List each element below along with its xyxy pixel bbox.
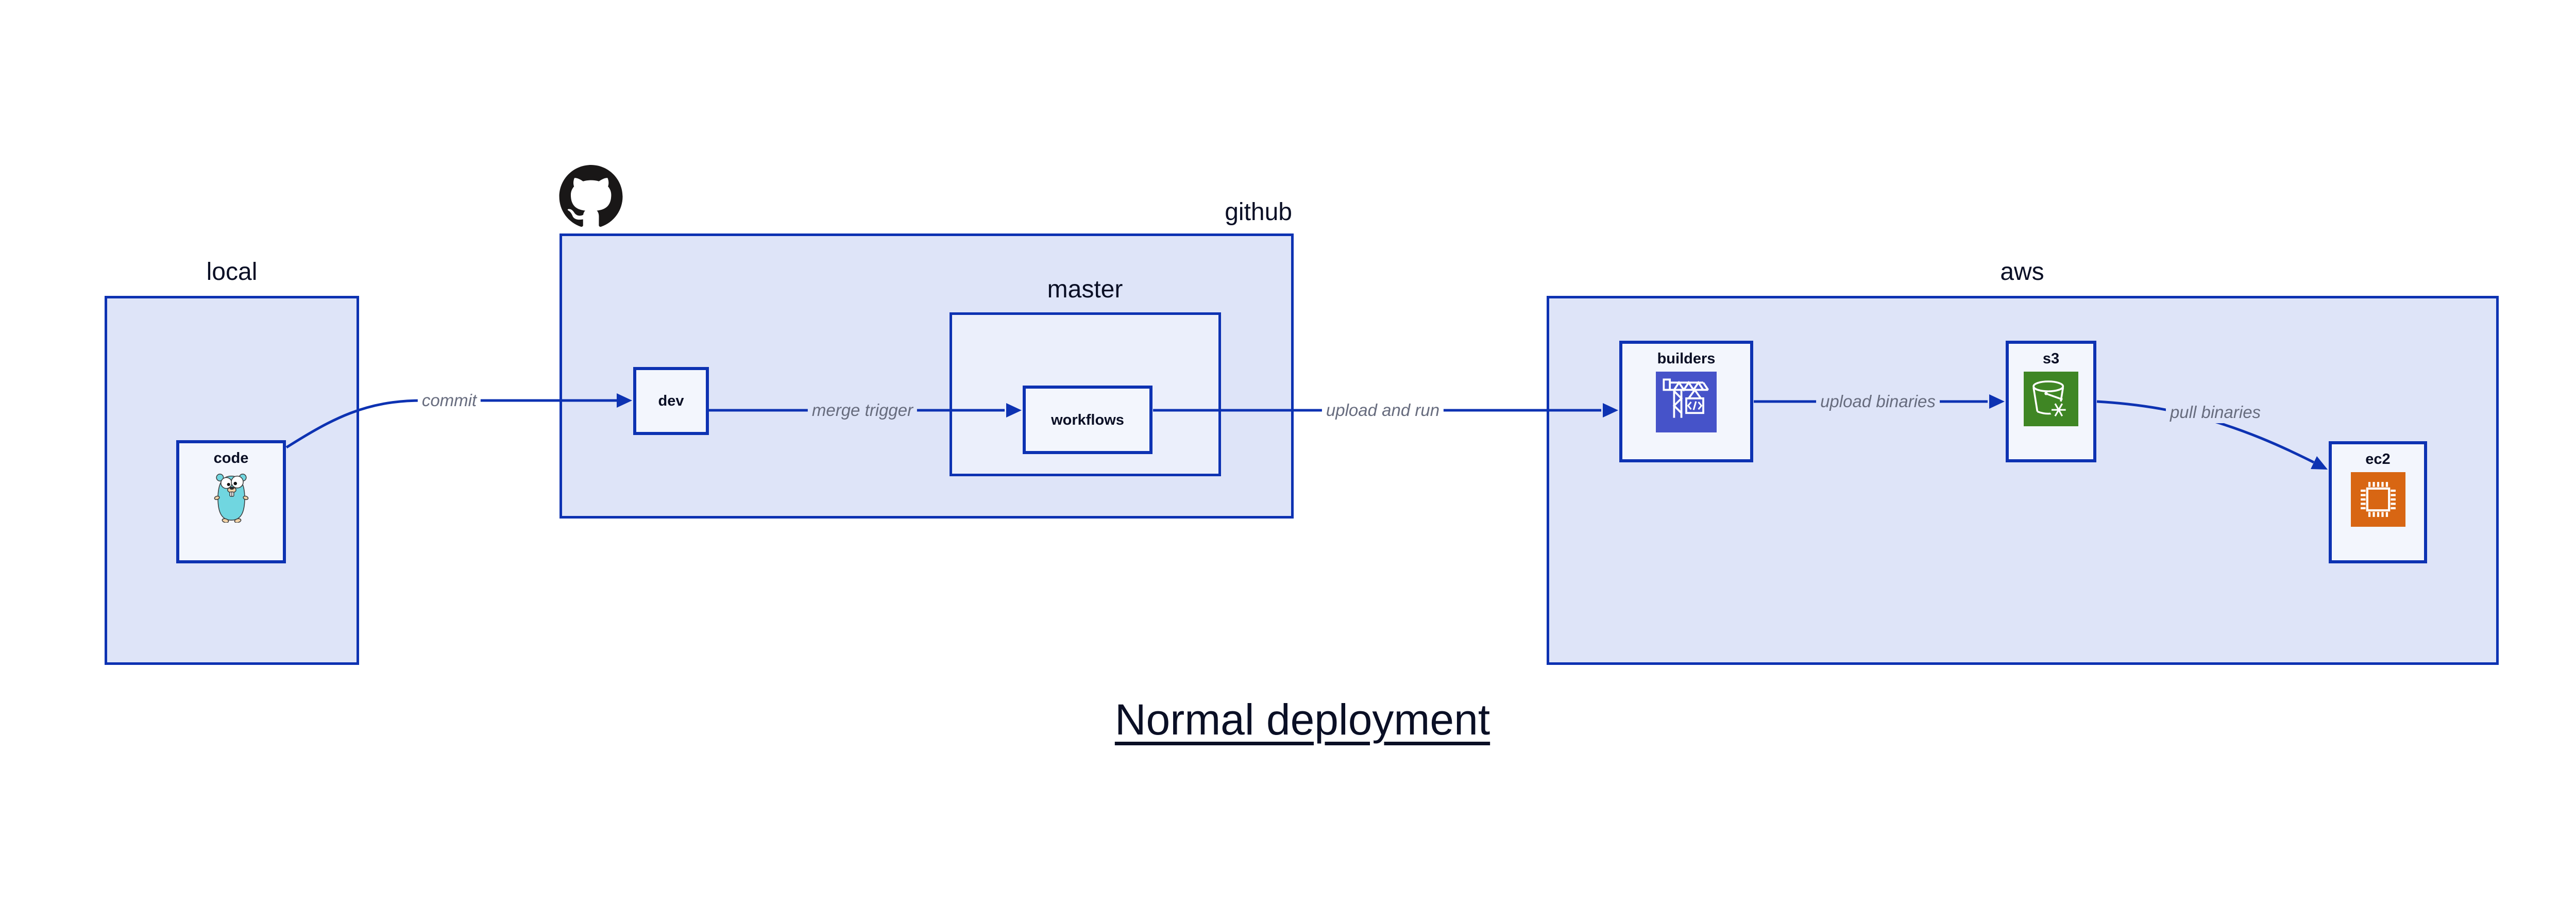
- s3-bucket-icon: [2024, 372, 2078, 426]
- node-s3-label: s3: [2042, 350, 2060, 367]
- container-label-aws: aws: [2000, 258, 2044, 286]
- node-dev-label: dev: [658, 393, 684, 409]
- node-workflows-label: workflows: [1051, 411, 1124, 428]
- ec2-chip-icon: [2350, 472, 2405, 527]
- container-label-local: local: [206, 258, 258, 286]
- container-label-master: master: [1047, 276, 1123, 303]
- node-ec2: ec2: [2329, 441, 2427, 563]
- container-label-github: github: [1225, 198, 1292, 226]
- node-workflows: workflows: [1023, 386, 1153, 454]
- go-gopher-icon: [213, 471, 249, 523]
- edge-label-upload-and-run: upload and run: [1321, 399, 1444, 421]
- node-s3: s3: [2006, 341, 2096, 462]
- node-ec2-label: ec2: [2365, 451, 2391, 467]
- edge-label-merge-trigger: merge trigger: [807, 399, 918, 421]
- edge-label-pull-binaries: pull binaries: [2165, 402, 2265, 423]
- node-code: code: [176, 440, 286, 563]
- node-code-label: code: [213, 450, 249, 466]
- edge-label-commit: commit: [417, 390, 481, 411]
- node-dev: dev: [633, 367, 709, 435]
- github-logo-icon: [558, 165, 623, 228]
- codebuild-crane-icon: [1656, 372, 1717, 432]
- node-builders-label: builders: [1657, 350, 1716, 367]
- diagram-title: Normal deployment: [1114, 695, 1490, 744]
- edge-label-upload-binaries: upload binaries: [1816, 391, 1940, 412]
- node-builders: builders: [1619, 341, 1753, 462]
